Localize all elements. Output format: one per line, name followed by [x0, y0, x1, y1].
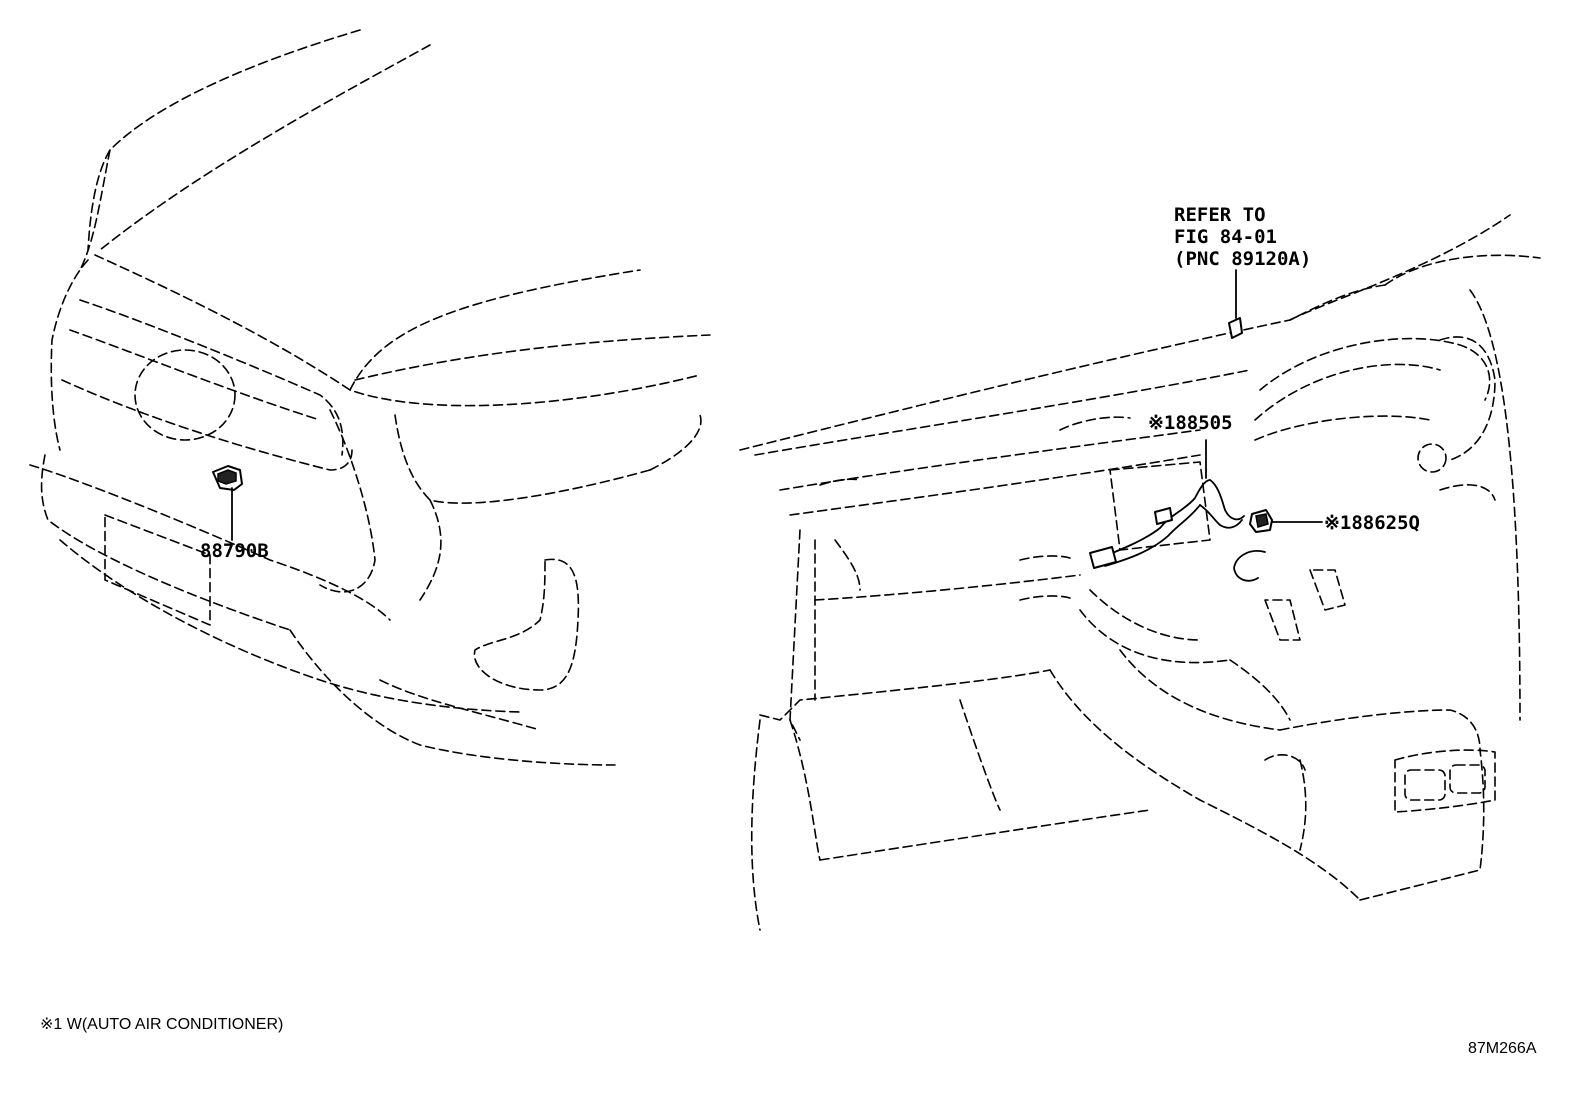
reference-note-line2: FIG 84-01 — [1174, 226, 1277, 248]
sensor-harness-part — [1089, 479, 1245, 569]
part-label-88625q: ※188625Q — [1324, 512, 1420, 534]
ambient-temp-sensor-part — [212, 465, 243, 491]
part-label-88505: ※188505 — [1148, 412, 1233, 434]
room-temp-sensor-part — [1249, 509, 1273, 533]
reference-note-line3: (PNC 89120A) — [1174, 248, 1312, 270]
figure-code: 87M266A — [1468, 1040, 1537, 1057]
part-label-88790b: 88790B — [200, 540, 269, 562]
dashboard-interior-illustration — [739, 214, 1541, 931]
reference-note-line1: REFER TO — [1174, 204, 1266, 226]
footnote: ※1 W(AUTO AIR CONDITIONER) — [40, 1016, 284, 1033]
ref-clip-part — [1228, 317, 1243, 339]
vehicle-front-illustration — [29, 29, 711, 766]
